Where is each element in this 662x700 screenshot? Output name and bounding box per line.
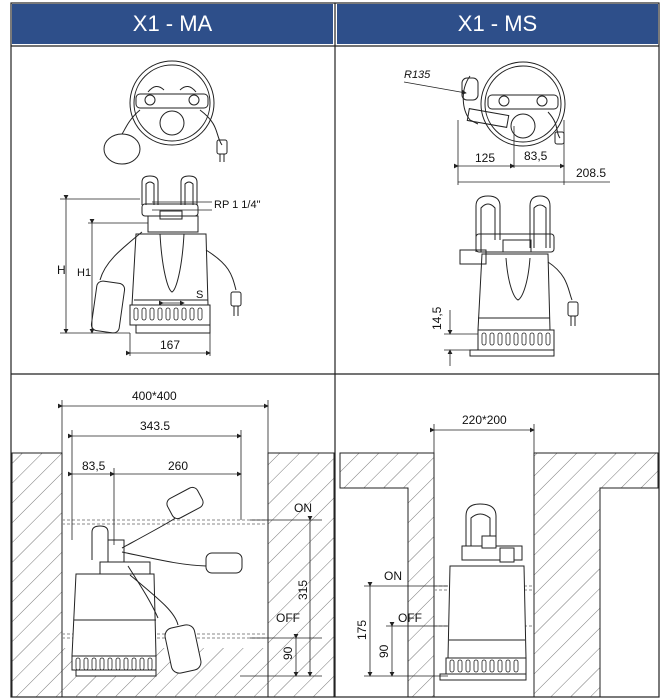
header-x1-ms-label: X1 - MS (457, 11, 538, 36)
height-h-label: H (57, 263, 66, 277)
vent-slot (99, 657, 105, 671)
ms-install-dimensions (364, 424, 535, 677)
vent-slot (473, 659, 479, 673)
header-x1-ma-label: X1 - MA (132, 11, 213, 36)
pit-400-label: 400*400 (132, 389, 177, 403)
header-x1-ma: X1 - MA (12, 4, 333, 44)
ma-dimensions (60, 195, 212, 356)
vent-slot (497, 332, 503, 346)
ms-on-label: ON (384, 569, 402, 583)
ms-installed-pump (439, 503, 527, 681)
thread-label: RP 1 1/4" (214, 199, 261, 211)
vent-slot (131, 657, 137, 671)
vent-slot (481, 332, 487, 346)
vent-slot (489, 659, 495, 673)
pit-220-label: 220*200 (462, 413, 507, 427)
ma-pit (11, 452, 335, 698)
vent-slot (181, 307, 187, 321)
vent-slot (449, 659, 455, 673)
header-x1-ms: X1 - MS (337, 4, 658, 44)
vent-slot (545, 332, 551, 346)
radius-label: R135 (404, 69, 431, 81)
ms-top-view (461, 61, 566, 147)
vent-slot (133, 307, 139, 321)
vent-slot (513, 332, 519, 346)
spacing-260-label: 260 (168, 459, 188, 473)
vent-slot (537, 332, 543, 346)
dim-83-5: 83,5 (524, 149, 548, 163)
ms-on-level: 175 (355, 620, 369, 640)
ma-top-view (103, 60, 228, 165)
ma-install-dimensions (58, 400, 322, 677)
ma-off-label: OFF (276, 611, 300, 625)
vent-slot (123, 657, 129, 671)
vent-slot (83, 657, 89, 671)
ms-side-dimensions (444, 310, 478, 366)
dim-208-5: 208.5 (576, 166, 606, 180)
dim-125: 125 (475, 151, 495, 165)
vent-slot (505, 332, 511, 346)
vent-slot (521, 332, 527, 346)
vent-slot (457, 659, 463, 673)
ma-width-label: 167 (160, 338, 180, 352)
vent-slot (147, 657, 153, 671)
ms-top-dimensions (403, 81, 610, 185)
inner-343-label: 343.5 (140, 419, 170, 433)
vent-slot (139, 657, 145, 671)
base-vents-ma (133, 307, 203, 321)
ms-side-view (459, 195, 579, 357)
vent-slot (465, 659, 471, 673)
ms-off-level: 90 (377, 644, 391, 658)
ma-on-label: ON (294, 501, 312, 515)
vent-slot (505, 659, 511, 673)
vent-slot (149, 307, 155, 321)
vent-slot (141, 307, 147, 321)
vent-slot (497, 659, 503, 673)
vent-slot (173, 307, 179, 321)
vent-slot (107, 657, 113, 671)
height-h1-label: H1 (77, 267, 91, 279)
ma-installed-pump (71, 486, 243, 677)
ma-off-level: 90 (281, 646, 295, 660)
s-label: S (196, 289, 203, 301)
ms-off-label: OFF (398, 611, 422, 625)
vent-slot (481, 659, 487, 673)
vent-slot (513, 659, 519, 673)
vent-slot (489, 332, 495, 346)
ma-side-view (90, 175, 242, 334)
offset-83-label: 83,5 (82, 459, 106, 473)
vent-slot (529, 332, 535, 346)
vent-slot (197, 307, 203, 321)
panel-grid (10, 2, 660, 698)
dim-14-5: 14,5 (430, 306, 444, 330)
vent-slot (165, 307, 171, 321)
vent-slot (75, 657, 81, 671)
ma-on-level: 315 (296, 580, 310, 600)
vent-slot (91, 657, 97, 671)
vent-slot (157, 307, 163, 321)
vent-slot (189, 307, 195, 321)
vent-slot (115, 657, 121, 671)
